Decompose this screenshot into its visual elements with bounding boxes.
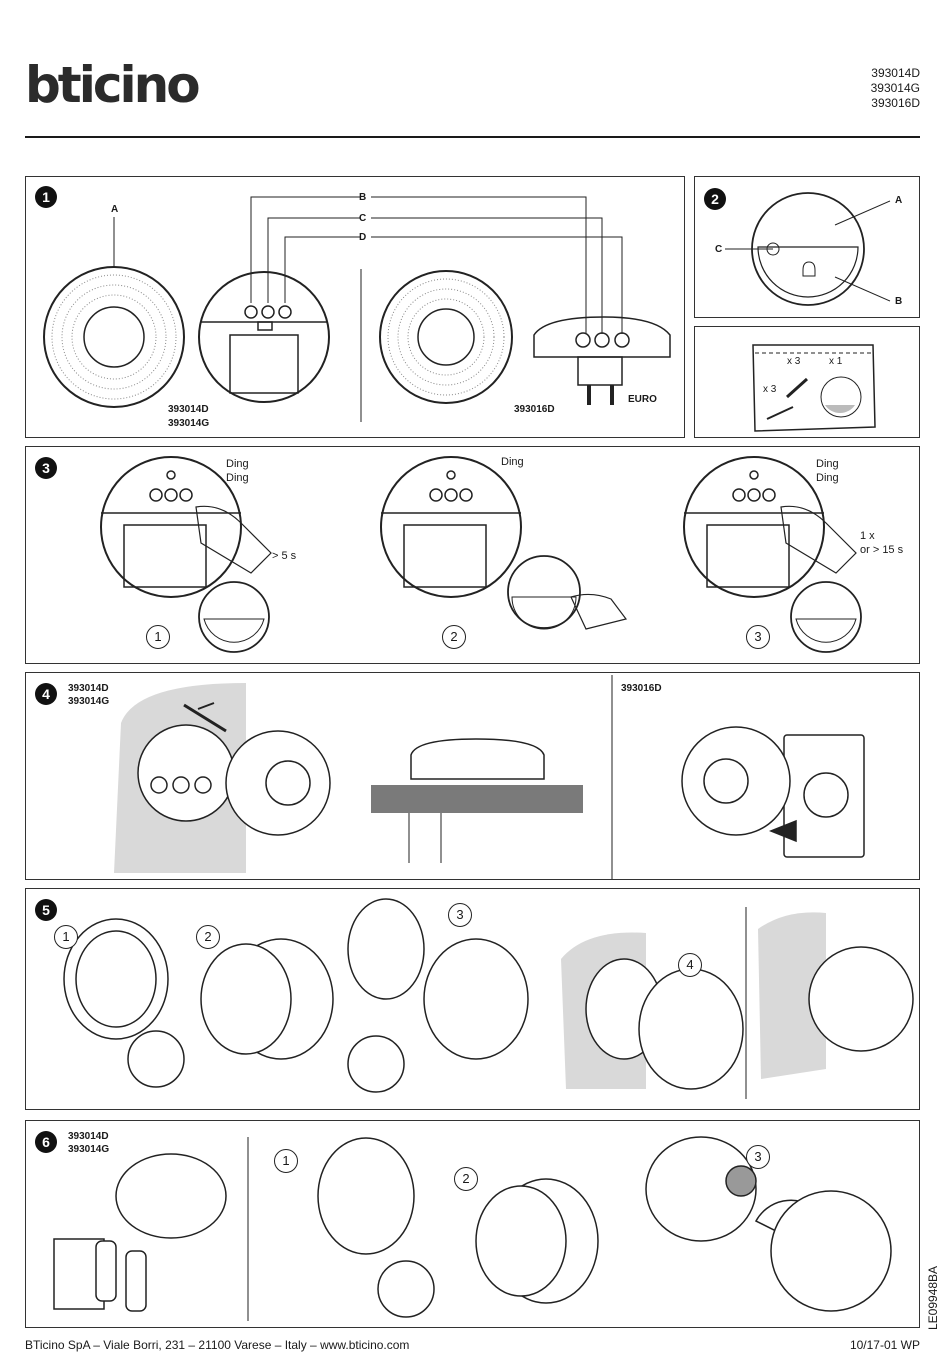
step-3-panel: 3 [25,446,920,664]
step-3-illustration [100,456,862,653]
chime-back-2 [380,456,522,598]
step-number: 3 [35,457,57,479]
screws-qty: x 3 [787,356,801,367]
step-number: 4 [35,683,57,705]
adhesive-qty: x 1 [829,356,843,367]
hold-time: or > 15 s [860,544,904,556]
substep-number: 1 [54,925,78,949]
model-code: 393014D [68,1131,109,1142]
product-code: 393014D [871,66,920,80]
label-c: C [715,244,723,255]
step-6-panel: 6 393014D 393014G 1 2 3 [25,1120,920,1328]
company-address: BTicino SpA – Viale Borri, 231 – 21100 V… [25,1338,410,1352]
chime-wall-mount [137,724,331,836]
press-count: 1 x [860,530,875,542]
step-number: 2 [704,188,726,210]
brand-logo: bticino [25,56,201,114]
sound-line: Ding [816,472,839,484]
plugin-chime-socket [681,726,865,858]
hold-time: > 5 s [272,550,297,562]
chime-back-1 [100,456,272,598]
substep-number: 2 [454,1167,478,1191]
substep-number: 1 [146,625,170,649]
chime-on-shelf [371,738,583,863]
model-code: 393014D [68,683,109,694]
push-button-2 [507,555,628,630]
substep-number: 1 [274,1149,298,1173]
header-rule [25,136,920,138]
accessory-kit-panel: x 3 x 3 x 1 [694,326,920,438]
step-6-illustration [53,1136,892,1321]
step-number: 6 [35,1131,57,1153]
substep-number: 3 [746,1145,770,1169]
model-code: 393016D [514,404,555,415]
document-date: 10/17-01 WP [849,1338,920,1352]
model-code: 393016D [621,683,662,694]
step-1-illustration [43,196,671,422]
label-a: A [111,204,119,215]
label-d: D [359,232,367,243]
step-1-panel: 1 [25,176,685,438]
step-4-illustration [114,675,865,879]
chime-battery-compartment [115,1153,227,1239]
step-number: 5 [35,899,57,921]
substep-number: 2 [442,625,466,649]
step-2-illustration [725,192,891,306]
chime-back-3 [683,456,857,598]
substep-number: 2 [196,925,220,949]
product-codes: 393014D 393014G 393016D [871,66,920,111]
sound-line: Ding [501,456,524,468]
accessory-bag-illustration [752,344,876,432]
push-button-3 [790,581,862,653]
detail-callout [127,1030,185,1088]
sound-line: Ding [816,458,839,470]
step-number: 1 [35,186,57,208]
label-c: C [359,213,367,224]
plugin-chime-front-view [379,270,513,404]
plugin-chime-side-view [533,316,671,405]
model-code: 393014D [168,404,209,415]
step-2-panel: 2 A B C [694,176,920,318]
plug-type: EURO [628,394,657,405]
step-5-illustration [63,898,914,1099]
substep-number: 3 [746,625,770,649]
model-code: 393014G [168,418,210,429]
push-button-1 [198,581,270,653]
sound-line: Ding [226,458,249,470]
step-4-panel: 4 393014D 393014G 393016D [25,672,920,880]
substep-number: 3 [448,903,472,927]
model-code: 393014G [68,1144,110,1155]
label-b: B [895,296,903,307]
model-code: 393014G [68,696,110,707]
label-b: B [359,192,367,203]
chime-back-view [198,271,330,403]
label-a: A [895,195,903,206]
chime-front-view [43,266,185,408]
sound-line: Ding [226,472,249,484]
plugs-qty: x 3 [763,384,777,395]
document-code: LE09948BA [926,1265,940,1330]
product-code: 393014G [870,81,920,95]
substep-number: 4 [678,953,702,977]
step-5-panel: 5 1 2 3 4 [25,888,920,1110]
product-code: 393016D [871,96,920,110]
